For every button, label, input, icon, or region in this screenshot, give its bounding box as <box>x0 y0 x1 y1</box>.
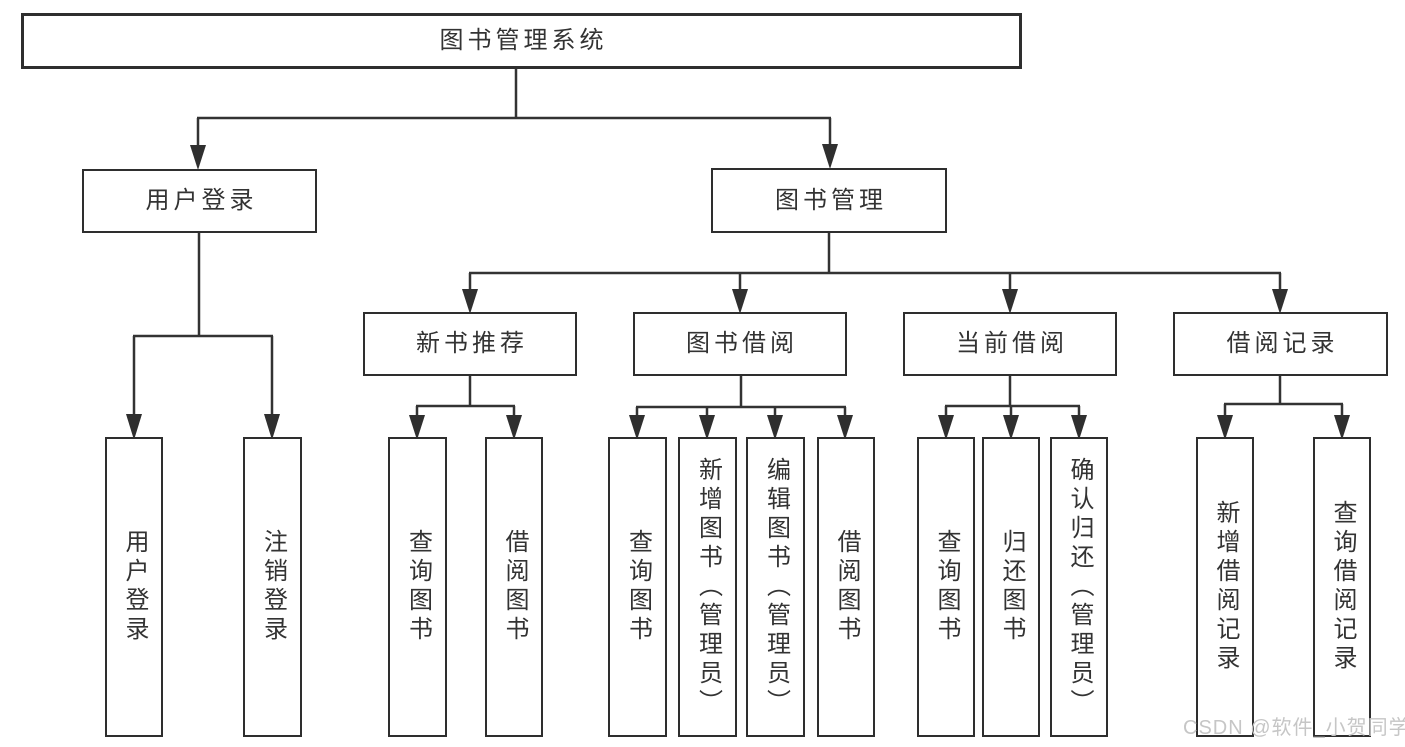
node-library-management-system: 图书管理系统 <box>21 13 1022 69</box>
leaf-label: 查询图书 <box>933 529 960 645</box>
node-label: 图书管理系统 <box>439 27 608 54</box>
leaf-label: 编辑图书（管理员） <box>762 456 790 718</box>
leaf-query-books-current: 查询图书 <box>917 437 975 737</box>
leaf-label: 借阅图书 <box>833 529 860 645</box>
leaf-return-books: 归还图书 <box>982 437 1040 737</box>
node-label: 新书推荐 <box>416 330 528 357</box>
csdn-watermark: CSDN @软件_小贺同学 <box>1183 717 1405 739</box>
node-label: 借阅记录 <box>1226 330 1339 357</box>
node-label: 用户登录 <box>145 187 258 214</box>
leaf-label: 查询图书 <box>404 529 432 645</box>
leaf-logout: 注销登录 <box>243 437 302 737</box>
leaf-confirm-return-admin: 确认归还（管理员） <box>1050 437 1108 737</box>
node-label: 图书管理 <box>775 186 887 214</box>
leaf-edit-books-admin: 编辑图书（管理员） <box>746 437 805 737</box>
leaf-query-books-borrow: 查询图书 <box>608 437 667 737</box>
leaf-borrow-books: 借阅图书 <box>817 437 875 737</box>
leaf-add-books-admin: 新增图书（管理员） <box>678 437 737 737</box>
node-book-management-branch: 图书管理 <box>711 168 947 233</box>
leaf-user-login: 用户登录 <box>105 437 163 737</box>
leaf-add-borrow-record: 新增借阅记录 <box>1196 437 1254 737</box>
leaf-label: 查询图书 <box>624 529 652 645</box>
leaf-label: 新增图书（管理员） <box>694 456 722 718</box>
leaf-label: 用户登录 <box>121 529 148 645</box>
arrowheads <box>126 144 1350 440</box>
node-current-borrowing: 当前借阅 <box>903 312 1117 376</box>
node-borrowing-records: 借阅记录 <box>1173 312 1388 376</box>
leaf-label: 注销登录 <box>259 529 287 645</box>
node-label: 图书借阅 <box>686 330 798 357</box>
leaf-label: 确认归还（管理员） <box>1066 456 1093 718</box>
node-book-borrowing: 图书借阅 <box>633 312 847 376</box>
leaf-borrow-books-recommend: 借阅图书 <box>485 437 543 737</box>
leaf-query-borrow-record: 查询借阅记录 <box>1313 437 1371 737</box>
leaf-label: 借阅图书 <box>501 529 528 645</box>
leaf-query-books-recommend: 查询图书 <box>388 437 447 737</box>
node-new-book-recommendation: 新书推荐 <box>363 312 577 376</box>
leaf-label: 归还图书 <box>998 529 1025 645</box>
node-user-login-branch: 用户登录 <box>82 169 317 233</box>
node-label: 当前借阅 <box>956 330 1068 357</box>
leaf-label: 新增借阅记录 <box>1212 500 1239 674</box>
leaf-label: 查询借阅记录 <box>1329 500 1356 674</box>
